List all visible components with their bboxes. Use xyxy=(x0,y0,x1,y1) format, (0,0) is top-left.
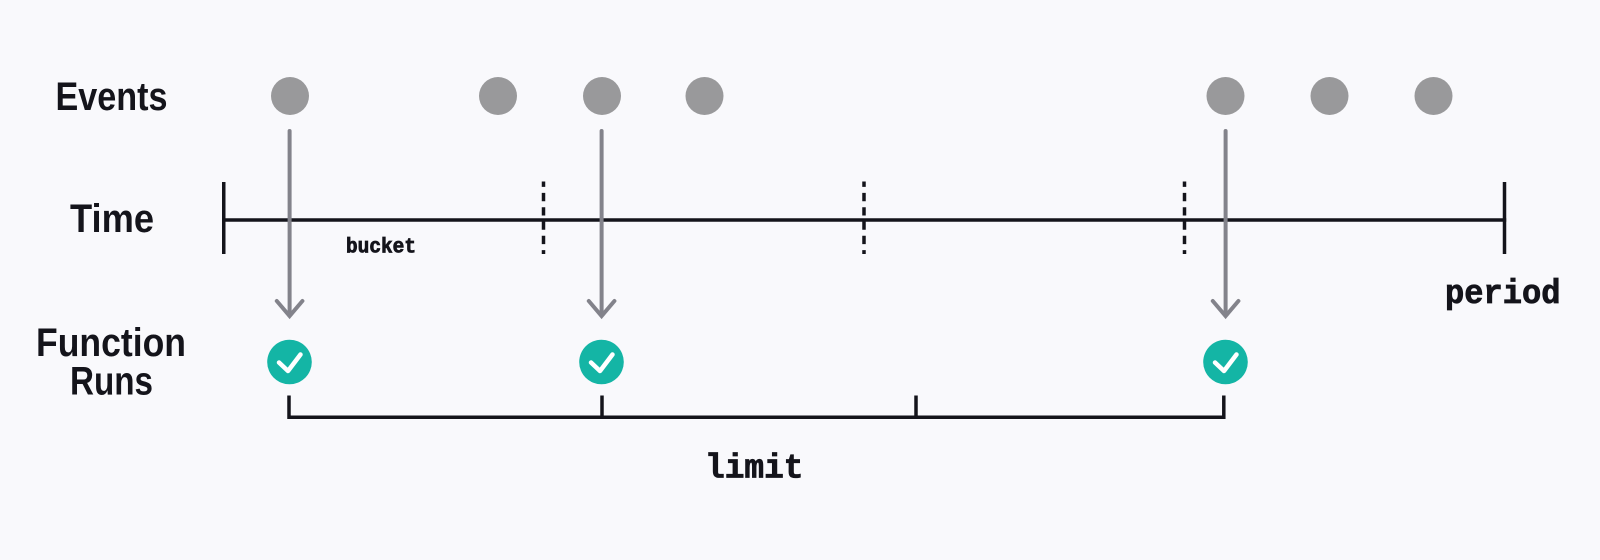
svg-text:period: period xyxy=(1445,275,1561,314)
svg-text:Time: Time xyxy=(70,197,154,241)
svg-text:bucket: bucket xyxy=(346,236,416,260)
svg-text:Events: Events xyxy=(56,75,168,119)
svg-text:Runs: Runs xyxy=(70,360,153,404)
svg-text:Function: Function xyxy=(36,321,186,365)
svg-text:limit: limit xyxy=(705,450,804,489)
